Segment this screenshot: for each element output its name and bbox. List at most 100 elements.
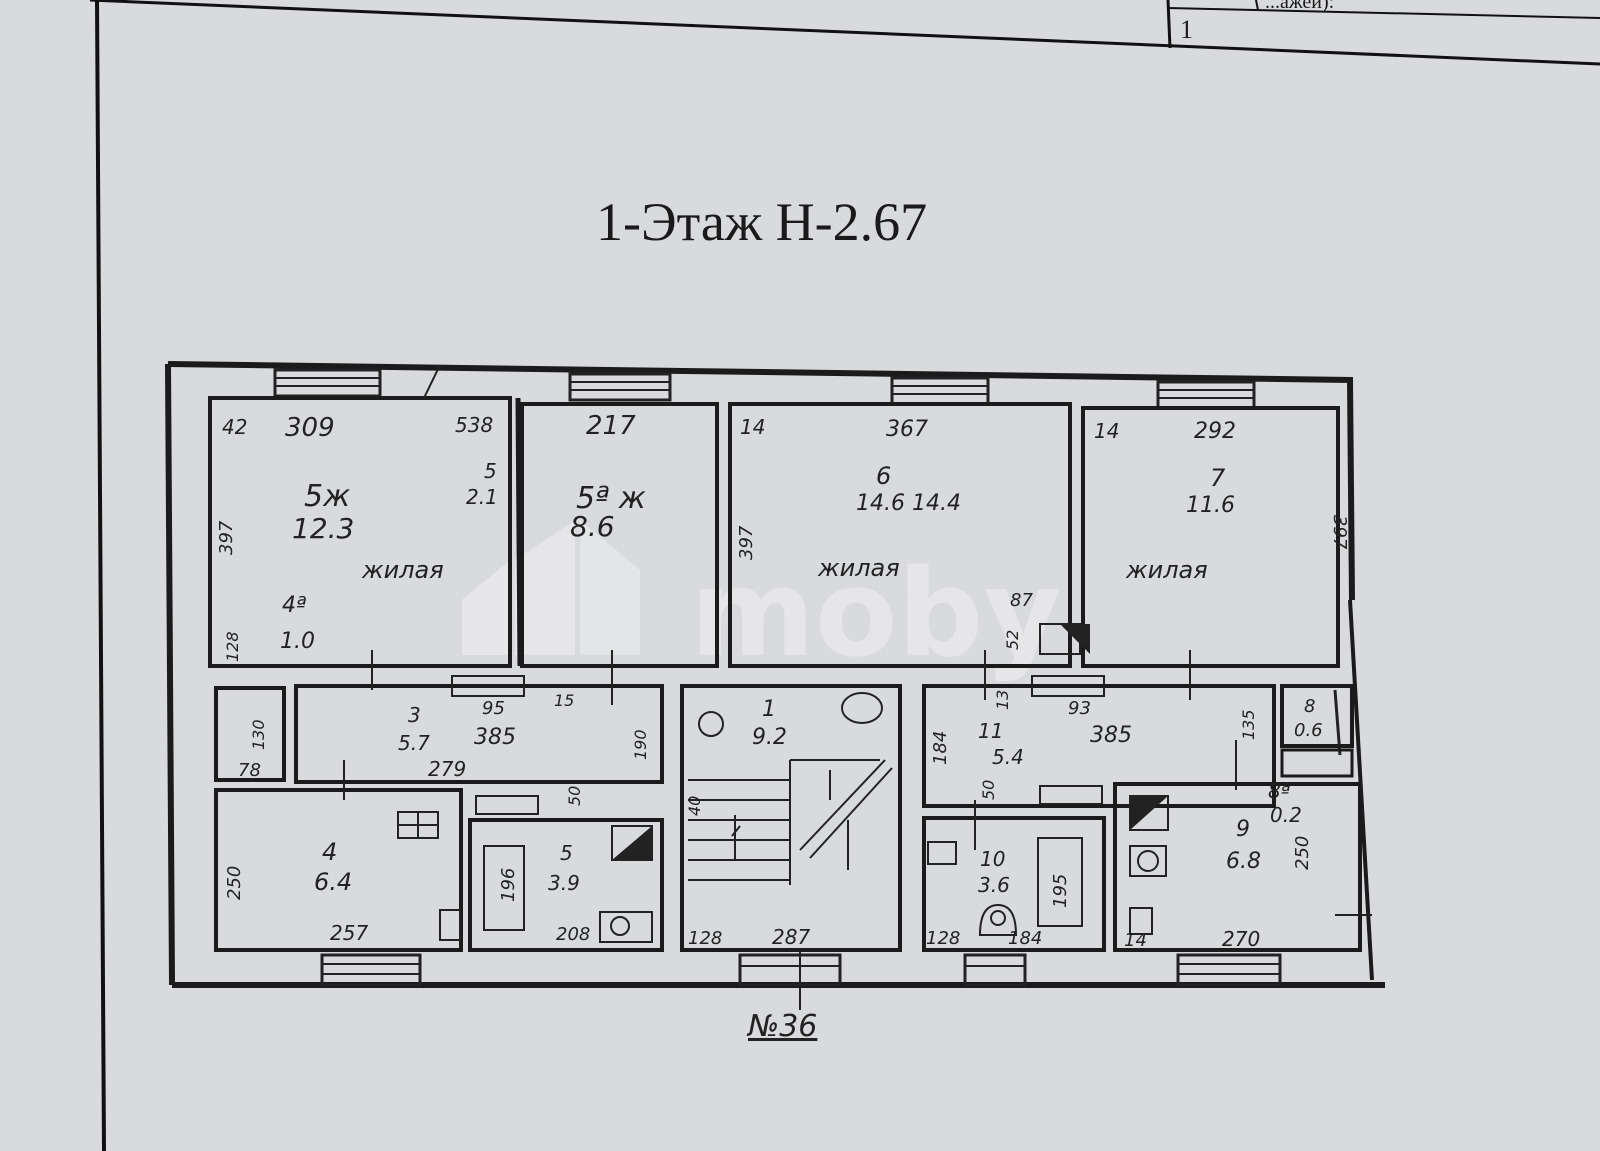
room-5a: 217 5ª ж 8.6 [570, 411, 646, 543]
floor-title: 1-Этаж Н-2.67 [596, 192, 927, 252]
room-9-number: 9 [1236, 817, 1250, 842]
title-block-value: 1 [1180, 15, 1193, 44]
room-5a-number: 5ª ж [576, 481, 646, 516]
room-10-area: 3.6 [978, 873, 1010, 897]
room-9-area: 6.8 [1226, 849, 1261, 874]
room-5: 42 309 538 5ж 12.3 жилая 397 5 2.1 4ª 1.… [216, 413, 498, 662]
room-4a-dim: 128 [223, 631, 242, 662]
room-4a-number: 4ª [282, 593, 306, 618]
room-11-area: 5.4 [992, 745, 1024, 769]
room-bath-width: 208 [556, 924, 590, 945]
window-bottom-1 [320, 953, 422, 987]
room-11-dim-c: 93 [1068, 698, 1091, 719]
room-bath: 196 5 3.9 208 [498, 841, 590, 945]
room-6-dim-a: 87 [1010, 590, 1033, 611]
room-6-dim-b: 52 [1003, 630, 1022, 650]
room-8a-number: 8ª [1268, 779, 1290, 803]
room-9: 9 6.8 250 14 270 [1124, 817, 1313, 951]
room-bath-number: 5 [560, 841, 573, 865]
room-bath-outline [468, 818, 664, 952]
room-10: 10 3.6 195 128 184 [926, 847, 1071, 949]
room-4-width: 257 [330, 921, 368, 945]
room-4: 4 6.4 250 257 [224, 838, 368, 945]
watermark: moby [462, 520, 1062, 684]
room-4-area: 6.4 [314, 868, 352, 896]
room-9-height: 250 [1292, 836, 1313, 870]
room-10-number: 10 [980, 847, 1005, 871]
room-11-dim-a: 184 [930, 731, 951, 765]
room-bath-dim-a: 196 [498, 868, 519, 902]
room-7-purpose: жилая [1125, 556, 1208, 584]
room-5a-outline [520, 402, 719, 668]
room-8: 8 0.6 8ª 0.2 [1268, 696, 1323, 827]
window-bottom-2 [738, 953, 842, 987]
room-3-dim-d: 50 [565, 786, 584, 806]
room-3: 95 15 3 5.7 385 279 190 50 [398, 691, 650, 806]
room-6-width: 367 [886, 417, 928, 442]
staircase [688, 759, 893, 885]
stair-room-area: 9.2 [752, 725, 787, 750]
room-5-height: 397 [216, 520, 237, 555]
room-bath-area: 3.9 [548, 871, 580, 895]
room-5b-area: 2.1 [466, 485, 498, 509]
room-5b-number: 5 [484, 459, 497, 483]
room-8-area: 0.6 [1294, 720, 1323, 741]
room-6-area: 14.6 14.4 [856, 491, 961, 516]
room-7-area: 11.6 [1186, 493, 1235, 518]
room-7-wall-left: 14 [1094, 419, 1119, 443]
room-3-dim-c: 190 [631, 729, 650, 760]
room-11-dim-e: 50 [979, 780, 998, 800]
room-10-dim-a: 195 [1050, 874, 1071, 908]
room-3-width: 279 [428, 757, 466, 781]
room-11-number: 11 [978, 719, 1003, 743]
sheet-left-border [95, 0, 106, 1151]
room-7-width: 292 [1194, 419, 1236, 444]
room-small-dim-b: 78 [238, 760, 261, 781]
room-8a-area: 0.2 [1270, 803, 1302, 827]
room-5a-area: 8.6 [570, 510, 615, 543]
room-11-length: 385 [1090, 723, 1132, 748]
room-6-outline [728, 402, 1072, 668]
room-4a-area: 1.0 [280, 629, 315, 654]
room-small-outline [214, 686, 286, 782]
room-9-width: 270 [1222, 927, 1260, 951]
interior-walls [208, 364, 1372, 1010]
window-top-2 [568, 372, 672, 402]
room-4-height: 250 [224, 866, 245, 900]
room-5-outline [208, 396, 512, 668]
room-3-dim-b: 15 [554, 691, 574, 710]
room-small-dim-a: 130 [249, 719, 268, 750]
room-5-number: 5ж [304, 479, 350, 514]
room-10-width: 184 [1008, 928, 1042, 949]
window-bottom-4 [1176, 953, 1282, 987]
room-7-outline [1081, 406, 1340, 668]
room-11-dim-b: 13 [993, 690, 1012, 710]
room-5-area: 12.3 [292, 512, 354, 545]
room-11-outline [922, 684, 1276, 808]
room-labels: 42 309 538 5ж 12.3 жилая 397 5 2.1 4ª 1.… [216, 411, 1350, 951]
room-6-wall-left: 14 [740, 415, 765, 439]
stair-room-1-outline [680, 684, 902, 952]
room-5a-width: 217 [586, 411, 636, 441]
room-8a-outline [1280, 748, 1354, 778]
stair-room-number: 1 [762, 697, 776, 722]
room-6-height: 397 [736, 525, 757, 560]
room-6-number: 6 [876, 462, 891, 490]
room-8-outline [1280, 684, 1354, 748]
room-9-wall-left: 14 [1124, 930, 1147, 951]
stair-room-width: 287 [772, 925, 810, 949]
room-4-outline [214, 788, 463, 952]
stair-room-wall-left: 128 [688, 928, 722, 949]
room-6: 14 367 6 14.6 14.4 жилая 397 87 52 [736, 415, 1033, 650]
room-3-area: 5.7 [398, 731, 430, 755]
building-number: №36 [746, 1009, 817, 1044]
room-9-outline [1113, 782, 1362, 952]
stair-room-1: 1 9.2 40 128 287 [685, 697, 810, 949]
title-block: ...ажей): 1 [89, 0, 1600, 66]
room-5-wall-right: 538 [455, 413, 493, 437]
room-10-outline [922, 816, 1106, 952]
room-7-number: 7 [1210, 464, 1226, 492]
room-11-dim-d: 135 [1239, 709, 1258, 740]
room-3-dim-a: 95 [482, 698, 505, 719]
